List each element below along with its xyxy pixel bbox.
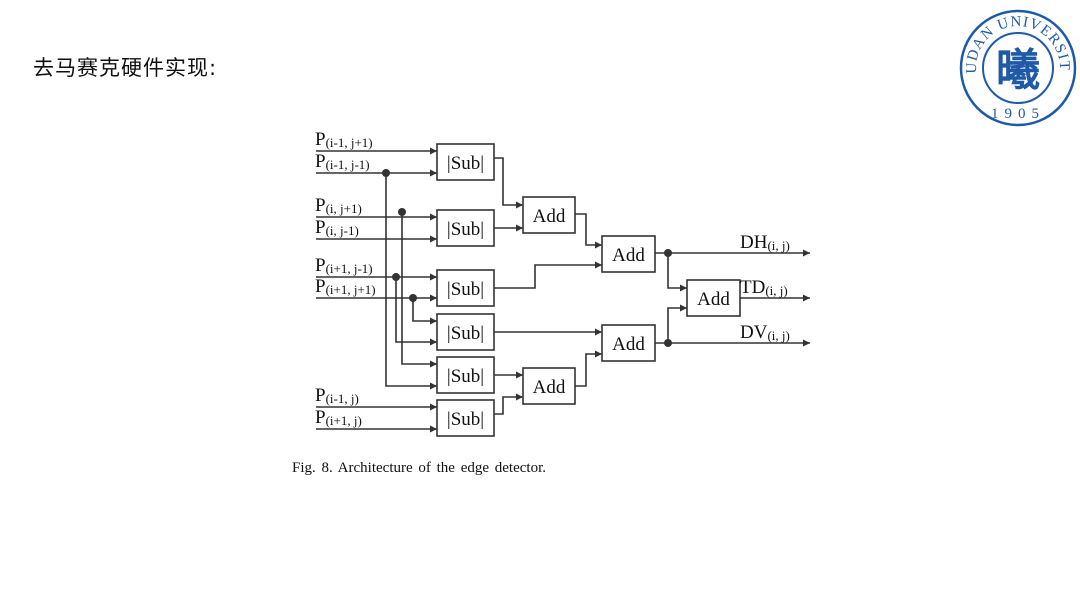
add-box-2-label: Add	[612, 245, 645, 266]
fudan-university-logo: FUDAN UNIVERSITY 1905 曦	[958, 8, 1077, 127]
wire-sub6-add5	[494, 393, 523, 415]
output-label-td: TD(i, j)	[740, 277, 788, 298]
figure-caption: Fig. 8. Architecture of the edge detecto…	[292, 460, 546, 476]
add-box-4-label: Add	[612, 334, 645, 355]
sub-box-1-label: |Sub|	[447, 153, 484, 174]
add-box-1	[522, 196, 576, 234]
branch-wire-2	[401, 217, 437, 368]
logo-inner-ring	[982, 32, 1054, 104]
input-label-5: P(i+1, j-1)	[315, 255, 373, 276]
sub-box-4-label: |Sub|	[447, 323, 484, 344]
sub-box-1	[436, 143, 495, 181]
add-box-4	[601, 324, 656, 362]
sub-box-2-label: |Sub|	[447, 219, 484, 240]
branch-wire-1	[385, 173, 437, 390]
input-label-4: P(i, j-1)	[315, 217, 359, 238]
wire-add5-add4	[575, 350, 602, 387]
input-label-1: P(i-1, j+1)	[315, 129, 373, 150]
branch-wire-3	[395, 277, 437, 346]
output-label-dh: DH(i, j)	[740, 232, 790, 253]
sub-box-5-label: |Sub|	[447, 366, 484, 387]
logo-year: 1905	[991, 106, 1045, 122]
wire-sub3-add2	[494, 261, 602, 289]
output-label-dv: DV(i, j)	[740, 322, 790, 343]
junction-dot-3	[392, 273, 400, 281]
wire-sub1-add1	[494, 157, 523, 209]
input-label-2: P(i-1, j-1)	[315, 151, 370, 172]
branch-wire-4	[412, 298, 437, 325]
wire-dv-add3	[667, 304, 687, 343]
junction-dot-dh	[664, 249, 672, 257]
junction-dot-1	[382, 169, 390, 177]
junction-dot-dv	[664, 339, 672, 347]
input-label-7: P(i-1, j)	[315, 385, 359, 406]
wire-dh-add3	[667, 253, 687, 292]
add-box-1-label: Add	[533, 206, 566, 227]
logo-glyph: 曦	[996, 45, 1040, 96]
slide-title: 去马赛克硬件实现:	[33, 56, 218, 80]
junction-dot-4	[409, 294, 417, 302]
input-label-6: P(i+1, j+1)	[315, 276, 376, 297]
sub-box-6	[436, 399, 495, 437]
sub-box-6-label: |Sub|	[447, 409, 484, 430]
add-box-5	[522, 367, 576, 405]
add-box-3	[686, 279, 741, 317]
add-box-5-label: Add	[533, 377, 566, 398]
add-box-3-label: Add	[697, 289, 730, 310]
sub-box-3	[436, 269, 495, 307]
logo-outer-ring	[959, 9, 1077, 127]
input-label-8: P(i+1, j)	[315, 407, 362, 428]
junction-dot-2	[398, 208, 406, 216]
sub-box-4	[436, 313, 495, 351]
input-label-3: P(i, j+1)	[315, 195, 362, 216]
sub-box-3-label: |Sub|	[447, 279, 484, 300]
wire-add1-add2	[575, 213, 602, 249]
sub-box-5	[436, 356, 495, 394]
sub-box-2	[436, 209, 495, 247]
add-box-2	[601, 235, 656, 273]
